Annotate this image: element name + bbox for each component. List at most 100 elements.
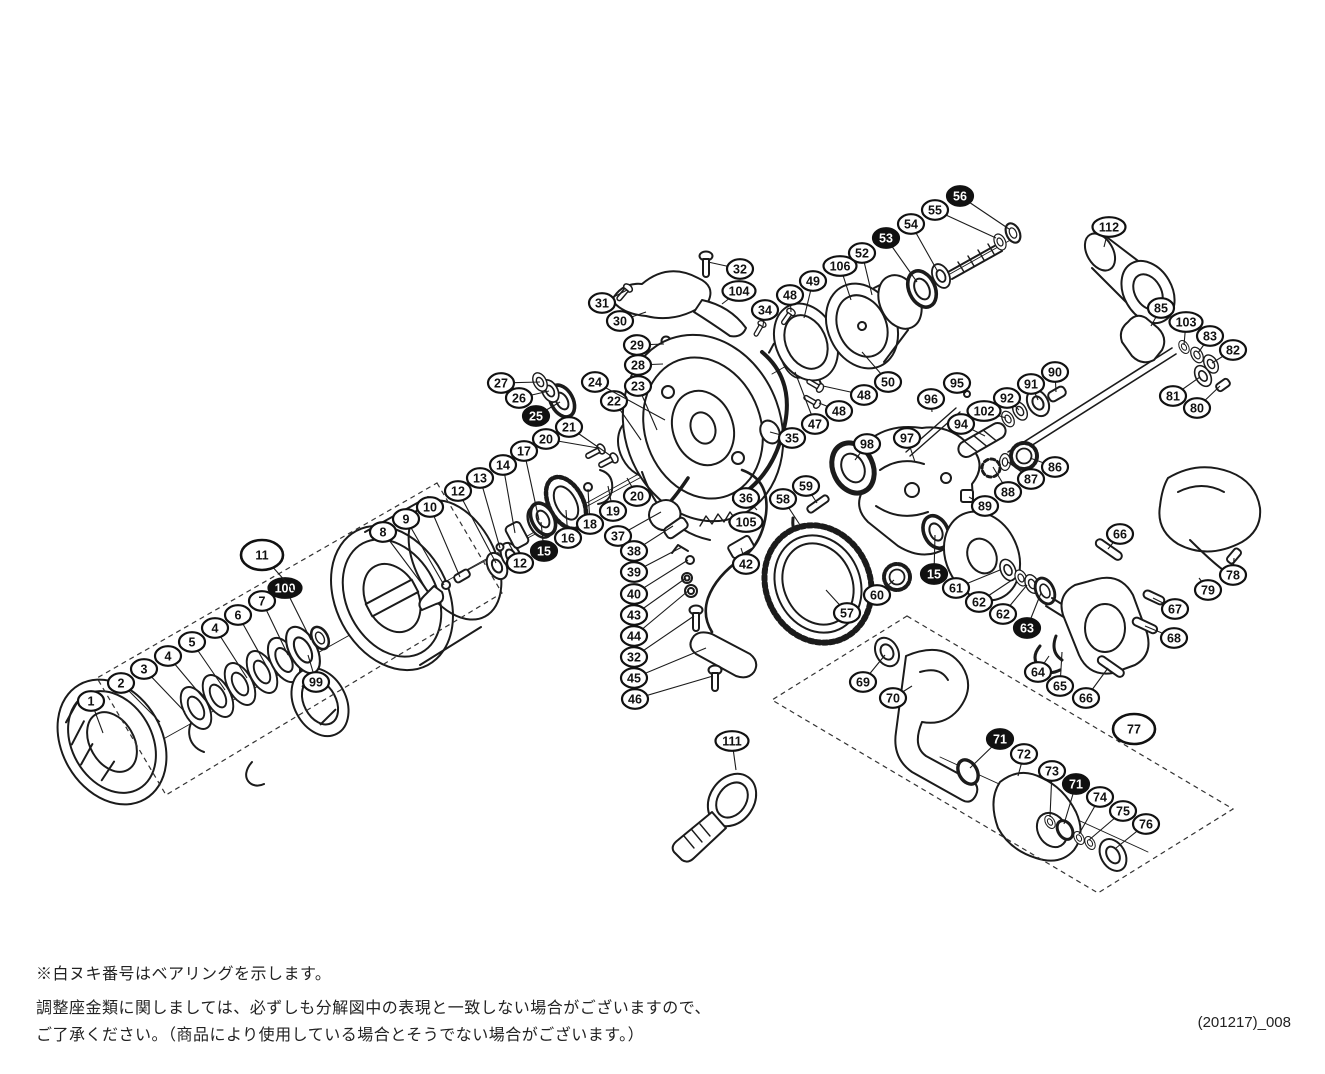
callout-42: 42 [731, 547, 761, 575]
svg-text:82: 82 [1226, 344, 1240, 358]
svg-text:34: 34 [758, 304, 772, 318]
callout-81: 81 [1158, 376, 1201, 407]
svg-text:63: 63 [1020, 622, 1034, 636]
svg-text:38: 38 [627, 545, 641, 559]
svg-text:64: 64 [1031, 666, 1045, 680]
svg-text:14: 14 [496, 459, 510, 473]
rotor-blade [693, 299, 747, 338]
callout-16: 16 [553, 509, 583, 549]
callout-29: 29 [622, 334, 665, 356]
callout-3: 3 [129, 658, 186, 713]
callout-8: 8 [368, 521, 429, 593]
callout-55: 55 [920, 199, 997, 239]
callout-86: 86 [1029, 456, 1070, 478]
svg-text:11: 11 [255, 549, 268, 563]
callout-105: 105 [728, 511, 764, 533]
svg-text:83: 83 [1203, 330, 1217, 344]
svg-text:105: 105 [736, 516, 757, 530]
svg-text:66: 66 [1079, 692, 1093, 706]
svg-text:57: 57 [840, 607, 854, 621]
callout-13: 13 [465, 467, 501, 549]
kick-lever [1119, 314, 1166, 364]
callout-56: 56 [945, 185, 1010, 230]
svg-text:32: 32 [627, 651, 641, 665]
callout-7: 7 [247, 590, 289, 656]
svg-text:4: 4 [165, 650, 172, 664]
callout-73: 73 [1037, 760, 1067, 818]
svg-text:90: 90 [1048, 366, 1062, 380]
svg-text:59: 59 [799, 480, 813, 494]
callout-38: 38 [619, 525, 674, 562]
callout-103: 103 [1168, 311, 1204, 346]
callout-39: 39 [619, 546, 683, 583]
callout-4: 4 [200, 617, 248, 679]
callout-64: 64 [1023, 655, 1053, 683]
svg-text:25: 25 [529, 410, 543, 424]
callout-30: 30 [605, 310, 647, 332]
svg-text:35: 35 [785, 432, 799, 446]
svg-text:75: 75 [1116, 805, 1130, 819]
svg-text:52: 52 [855, 247, 869, 261]
callout-40: 40 [619, 559, 689, 605]
svg-text:73: 73 [1045, 765, 1059, 779]
callout-21: 21 [554, 416, 612, 457]
drive-gear [761, 522, 875, 646]
adjustment-washer-disclaimer: 調整座金類に関しましては、必ずしも分解図中の表現と一致しない場合がございますので… [36, 995, 1291, 1049]
callout-106: 106 [822, 255, 858, 301]
friction-drum [825, 274, 923, 370]
svg-text:21: 21 [562, 421, 576, 435]
callout-9: 9 [391, 508, 445, 586]
svg-text:94: 94 [954, 418, 968, 432]
svg-text:98: 98 [860, 438, 874, 452]
svg-text:23: 23 [631, 380, 645, 394]
disclaimer-line-1: 調整座金類に関しましては、必ずしも分解図中の表現と一致しない場合がございますので… [36, 1000, 712, 1017]
callout-82: 82 [1211, 339, 1248, 364]
callout-17: 17 [509, 440, 540, 521]
svg-text:42: 42 [739, 558, 753, 572]
callout-20: 20 [622, 477, 652, 507]
callout-57: 57 [825, 589, 862, 624]
callout-70: 70 [878, 685, 913, 709]
svg-text:72: 72 [1017, 748, 1031, 762]
rotor-arm [611, 270, 712, 320]
svg-text:19: 19 [606, 505, 620, 519]
callout-11: 11 [239, 538, 296, 593]
svg-text:66: 66 [1113, 528, 1127, 542]
svg-text:10: 10 [423, 501, 437, 515]
svg-text:4: 4 [212, 622, 219, 636]
svg-text:106: 106 [830, 260, 851, 274]
svg-text:6: 6 [235, 609, 242, 623]
callout-48: 48 [822, 384, 879, 406]
callout-44: 44 [619, 590, 689, 647]
svg-text:100: 100 [275, 582, 296, 596]
rotor [621, 333, 789, 541]
svg-text:77: 77 [1127, 723, 1141, 737]
callout-71: 71 [969, 728, 1015, 769]
callout-20: 20 [531, 428, 599, 450]
callout-75: 75 [1088, 800, 1138, 841]
callout-78: 78 [1218, 557, 1248, 586]
svg-text:28: 28 [631, 359, 645, 373]
svg-text:78: 78 [1226, 569, 1240, 583]
callout-67: 67 [1152, 597, 1190, 620]
svg-text:46: 46 [628, 693, 642, 707]
callout-79: 79 [1193, 577, 1223, 601]
svg-text:40: 40 [627, 588, 641, 602]
callout-102: 102 [966, 400, 1007, 422]
callout-43: 43 [619, 577, 687, 626]
svg-text:53: 53 [879, 232, 893, 246]
callout-91: 91 [1016, 373, 1046, 401]
svg-text:24: 24 [588, 376, 602, 390]
svg-text:49: 49 [806, 275, 820, 289]
callout-112: 112 [1091, 216, 1127, 248]
callout-90: 90 [1040, 361, 1070, 393]
document-code: (201217)_008 [1197, 1014, 1291, 1031]
svg-text:81: 81 [1166, 390, 1180, 404]
callout-65: 65 [1045, 651, 1075, 697]
callout-77: 77 [1111, 712, 1157, 746]
svg-text:60: 60 [870, 589, 884, 603]
spool-clip [418, 585, 445, 611]
svg-text:29: 29 [630, 339, 644, 353]
svg-text:102: 102 [974, 405, 995, 419]
